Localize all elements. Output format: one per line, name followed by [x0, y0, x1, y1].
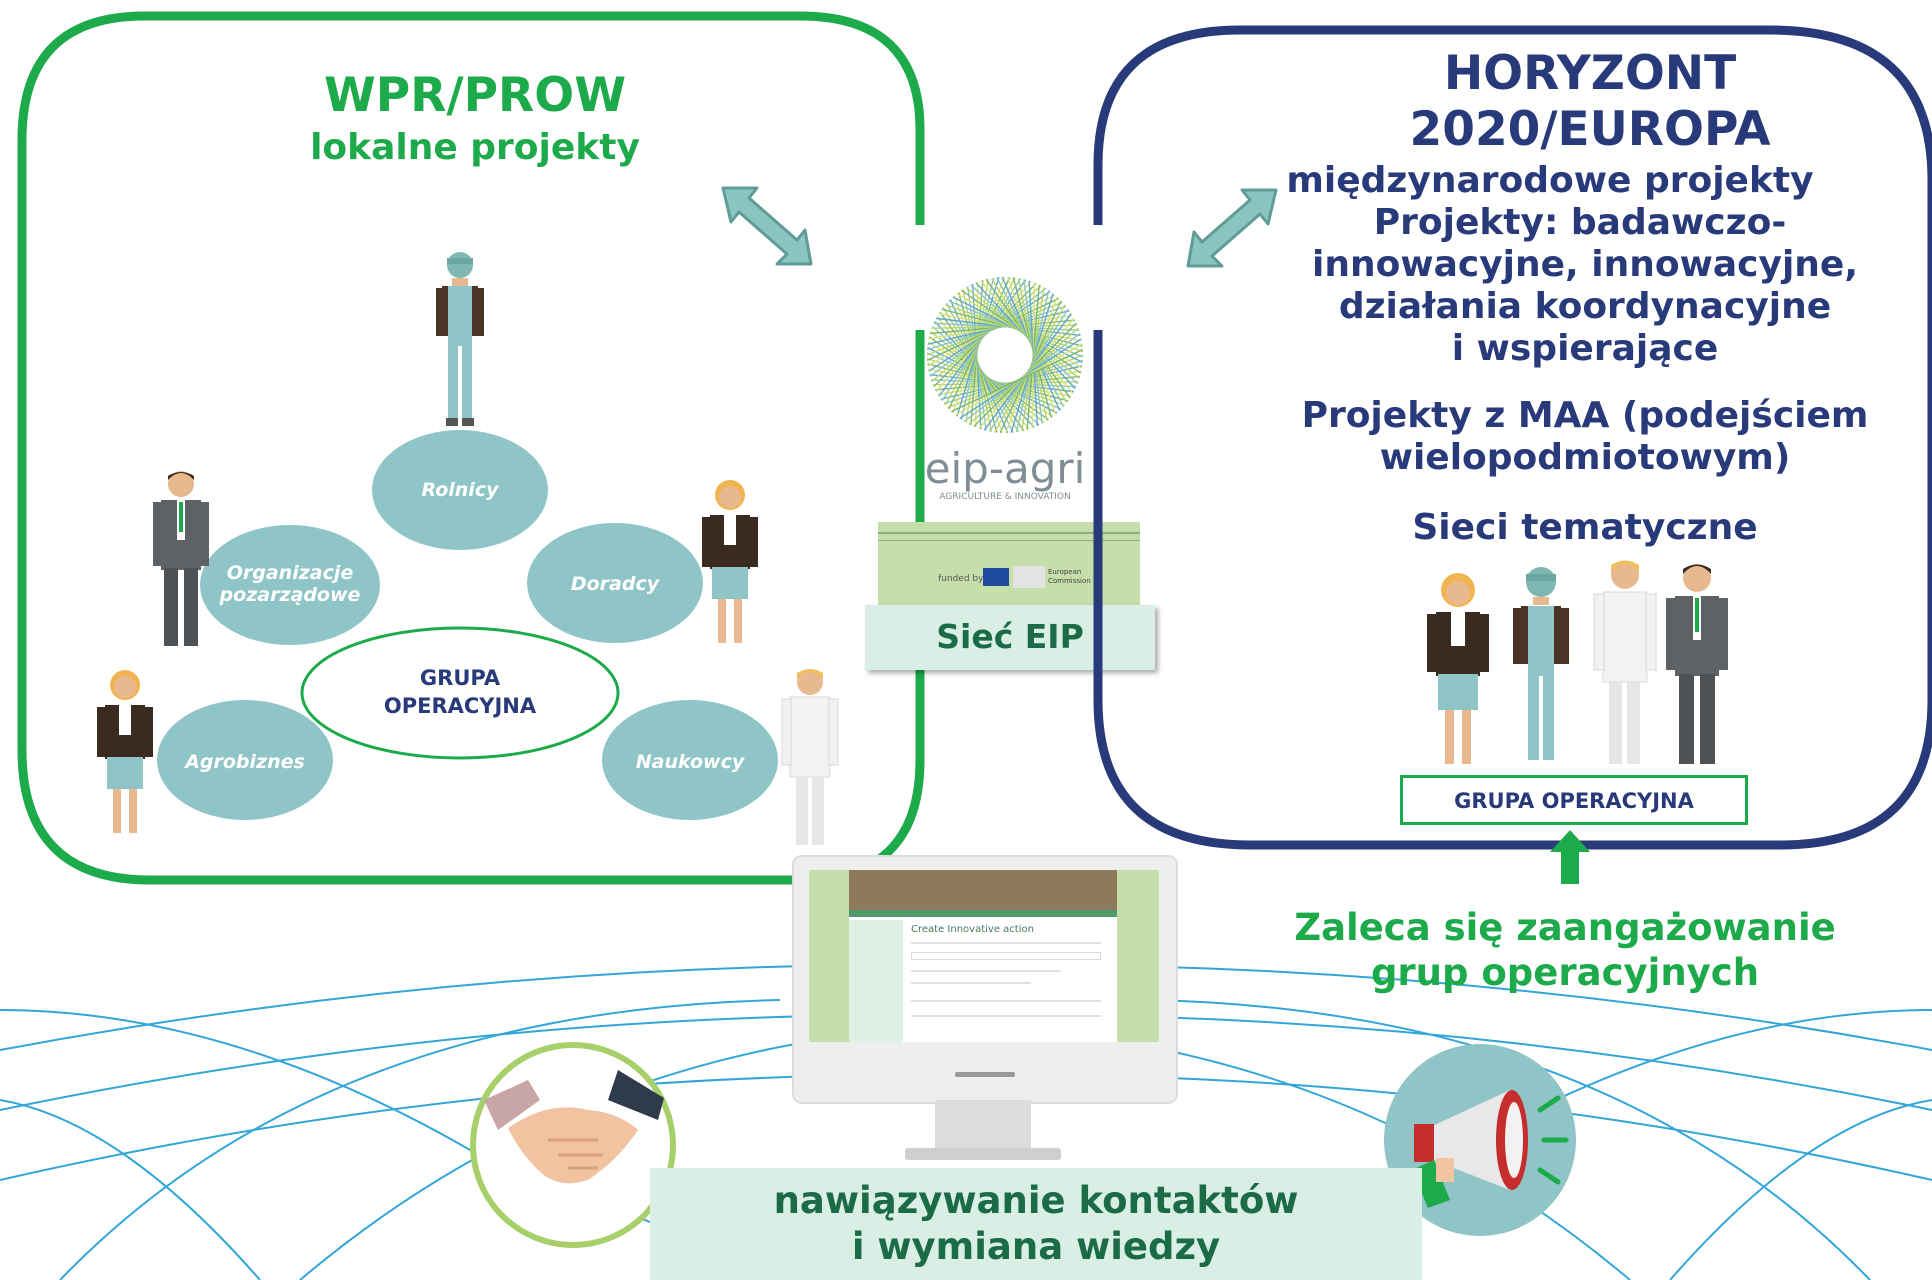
monitor-button	[955, 1072, 1015, 1077]
commission-logo-icon	[1013, 566, 1045, 588]
screen-sidebar	[849, 920, 903, 1042]
projects-line2: innowacyjne, innowacyjne,	[1311, 244, 1859, 285]
projects-line1: Projekty: badawczo-	[1373, 202, 1787, 243]
commission-text-2: Commission	[1048, 577, 1091, 585]
right-panel-frame	[1093, 25, 1932, 850]
oval-organizacje	[200, 525, 380, 645]
monitor-screen: Create Innovative action	[809, 870, 1159, 1042]
oval-naukowcy	[602, 700, 778, 820]
network-label-box: Sieć EIP	[865, 605, 1155, 670]
double-arrow-left-icon	[721, 186, 813, 266]
right-title-line1: HORYZONT	[1443, 46, 1737, 101]
projects-line3: działania koordynacyjne	[1338, 286, 1832, 327]
label-naukowcy: Naukowcy	[635, 751, 745, 773]
eip-agri-tagline: AGRICULTURE & INNOVATION	[939, 492, 1071, 502]
oval-agrobiznes	[157, 700, 333, 820]
monitor-stand	[935, 1100, 1031, 1150]
thematic-networks: Sieci tematyczne	[1412, 507, 1758, 548]
left-panel-subtitle: lokalne projekty	[310, 127, 640, 168]
funded-by-text: funded by	[938, 574, 984, 584]
center-group-line1: GRUPA	[419, 666, 501, 690]
woman-figure-icon-2	[97, 670, 153, 833]
woman-figure-icon	[702, 480, 758, 643]
network-label: Sieć EIP	[936, 617, 1084, 656]
handshake-icon	[470, 1042, 676, 1248]
bottom-line2: i wymiana wiedzy	[851, 1225, 1221, 1268]
projects-line4: i wspierające	[1451, 328, 1719, 369]
right-group-label: GRUPA OPERACYJNA	[1454, 789, 1694, 813]
maa-line1: Projekty z MAA (podejściem	[1301, 395, 1869, 436]
label-rolnicy: Rolnicy	[421, 479, 499, 501]
scientist-figure-icon-2	[1593, 560, 1657, 764]
label-organizacje-1: Organizacje	[226, 562, 354, 584]
label-doradcy: Doradcy	[570, 573, 660, 595]
megaphone-icon	[1384, 1044, 1576, 1236]
screen-nav-bar	[849, 910, 1117, 917]
recommend-line1: Zaleca się zaangażowanie	[1294, 906, 1836, 949]
right-group-box: GRUPA OPERACYJNA	[1400, 775, 1748, 825]
eip-agri-logo-text: eip-agri	[924, 444, 1086, 493]
woman-figure-icon-3	[1427, 573, 1489, 764]
maa-line2: wielopodmiotowym)	[1379, 437, 1791, 478]
screen-heading: Create Innovative action	[911, 924, 1034, 935]
eip-agri-logo-icon	[926, 276, 1084, 434]
monitor-base	[905, 1148, 1061, 1160]
label-agrobiznes: Agrobiznes	[185, 751, 305, 773]
computer-monitor: Create Innovative action	[792, 855, 1178, 1104]
screen-banner	[849, 870, 1117, 910]
commission-text-1: European	[1048, 568, 1082, 576]
scientist-figure-icon	[781, 669, 839, 845]
right-title-line2: 2020/EUROPA	[1409, 102, 1771, 157]
up-arrow-icon	[1550, 830, 1590, 884]
stakeholder-ovals	[157, 430, 778, 820]
logo-burst-line	[951, 348, 1084, 413]
oval-grupa-operacyjna	[300, 626, 620, 760]
bottom-line1: nawiązywanie kontaktów	[773, 1179, 1299, 1222]
farmer-figure-icon	[436, 252, 484, 426]
businessman-figure-icon-2	[1666, 564, 1728, 764]
oval-doradcy	[527, 523, 703, 643]
businessman-figure-icon	[153, 471, 209, 646]
eu-flag-icon	[983, 568, 1009, 586]
oval-rolnicy	[372, 430, 548, 550]
double-arrow-right-icon	[1186, 188, 1278, 268]
left-panel-title: WPR/PROW	[323, 68, 627, 123]
label-organizacje-2: pozarządowe	[219, 584, 361, 606]
right-subtitle: międzynarodowe projekty	[1286, 160, 1814, 201]
farmer-figure-icon-2	[1513, 567, 1569, 760]
screen-page: Create Innovative action	[849, 870, 1117, 1042]
bottom-caption-box: nawiązywanie kontaktów i wymiana wiedzy	[650, 1168, 1422, 1280]
recommend-line2: grup operacyjnych	[1370, 951, 1760, 994]
center-group-line2: OPERACYJNA	[383, 694, 537, 718]
